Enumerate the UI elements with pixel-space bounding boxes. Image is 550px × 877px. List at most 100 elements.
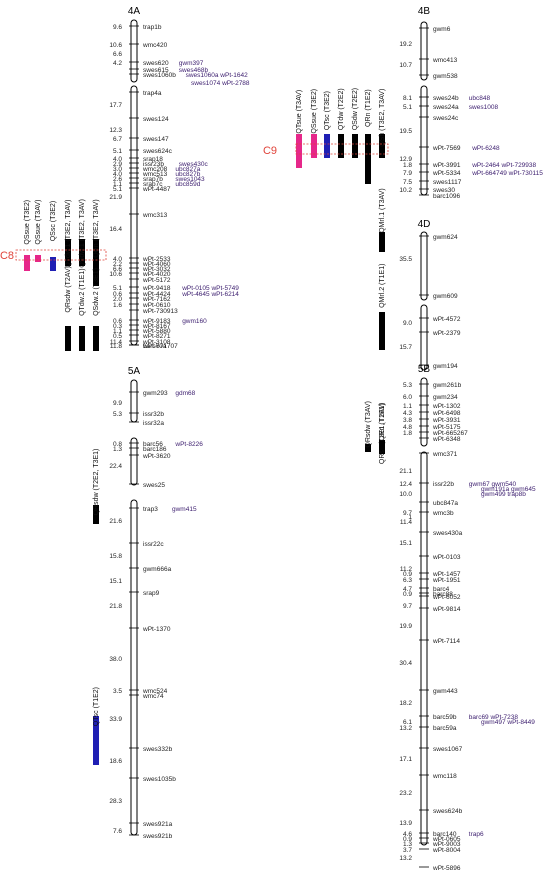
qtl-label: QRsdw (T3AV) xyxy=(365,401,372,448)
qtl-bar xyxy=(24,255,30,271)
distance-label: 28.3 xyxy=(109,798,122,805)
marker-name: wPt-6498 xyxy=(432,410,461,417)
cluster-box xyxy=(15,249,107,261)
distance-label: 9.6 xyxy=(113,24,122,31)
marker-name: barc140 xyxy=(433,831,457,838)
marker-name: wmc208 xyxy=(142,166,168,173)
qtl-bar xyxy=(93,716,99,765)
distance-label: 11.8 xyxy=(110,343,123,350)
qtl-bar xyxy=(379,134,385,158)
distance-label: 21.9 xyxy=(109,194,122,201)
marker-name: swes615 xyxy=(143,67,169,74)
marker-name: swes1117 xyxy=(433,179,462,186)
distance-label: 15.7 xyxy=(399,344,412,351)
marker-name: swes921a xyxy=(143,821,173,828)
marker-name: wmc524 xyxy=(142,688,168,695)
distance-label: 0.3 xyxy=(113,323,122,330)
qtl-bar xyxy=(324,134,330,158)
distance-label: 35.5 xyxy=(399,256,412,263)
cosegregating-markers: gwm499 trap8b xyxy=(481,491,526,498)
marker-name: trap3 xyxy=(143,506,158,513)
marker-name: wPt-8004 xyxy=(432,847,461,854)
marker-name: issr22b xyxy=(433,481,454,488)
distance-label: 17.1 xyxy=(399,756,412,763)
distance-label: 9.0 xyxy=(403,320,412,327)
qtl-label: QRn (T3E2, T3AV) xyxy=(93,199,100,257)
cluster-label: C8 xyxy=(0,250,14,262)
qtl-bar xyxy=(50,257,56,271)
cosegregating-markers: swes1074 wPt-2788 xyxy=(191,80,250,87)
qtl-bar xyxy=(365,444,371,452)
qtl-label: QRsdw (T2E2, T3E1) xyxy=(93,449,100,516)
marker-name: gwm666a xyxy=(143,566,172,573)
distance-label: 15.8 xyxy=(109,553,122,560)
marker-name: wPt-9003 xyxy=(432,841,461,848)
marker-name: swes624c xyxy=(143,148,173,155)
distance-label: 0.6 xyxy=(113,291,122,298)
marker-name: srap18 xyxy=(143,156,163,163)
distance-label: 4.6 xyxy=(403,831,412,838)
cluster-box xyxy=(295,143,389,155)
marker-name: wPt-5172 xyxy=(142,277,171,284)
distance-label: 11.4 xyxy=(110,339,123,346)
marker-name: wPt-2533 xyxy=(142,256,171,263)
distance-label: 10.6 xyxy=(109,271,122,278)
cosegregating-markers: ubc848 xyxy=(469,95,491,102)
qtl-bar xyxy=(93,326,99,351)
distance-label: 21.1 xyxy=(399,468,412,475)
distance-label: 4.7 xyxy=(403,586,412,593)
distance-label: 23.2 xyxy=(399,790,412,797)
cosegregating-markers: gwm497 wPt-8449 xyxy=(481,719,535,726)
qtl-label: QTsue (T3AV) xyxy=(296,90,303,134)
distance-label: 5.1 xyxy=(403,104,412,111)
marker-name: wPt-730913 xyxy=(142,308,178,315)
marker-name: wmc118 xyxy=(432,773,457,780)
marker-name: swes24a xyxy=(433,104,459,111)
cosegregating-markers: wPt-2464 wPt-729938 xyxy=(471,162,536,169)
cosegregating-markers: ubc827b xyxy=(175,171,200,178)
marker-name: wPt-1951 xyxy=(432,577,461,584)
distance-label: 8.1 xyxy=(403,95,412,102)
marker-name: wPt-3032 xyxy=(142,266,171,273)
marker-name: wPt-1302 xyxy=(432,403,461,410)
marker-name: wPt-0605 xyxy=(432,836,461,843)
distance-label: 18.6 xyxy=(109,758,122,765)
marker-name: gwm261b xyxy=(433,382,462,389)
distance-label: 5.3 xyxy=(403,382,412,389)
qtl-bar xyxy=(93,239,99,286)
distance-label: 10.6 xyxy=(109,42,122,49)
distance-label: 5.1 xyxy=(113,285,122,292)
qtl-bar xyxy=(93,505,99,524)
linkage-group-bar xyxy=(130,85,138,346)
marker-name: trap4a xyxy=(143,90,162,97)
marker-name: wPt-4572 xyxy=(432,316,461,323)
linkage-group-bar xyxy=(420,304,428,371)
marker-name: wPt-3931 xyxy=(432,417,461,424)
marker-name: gwm234 xyxy=(433,394,458,401)
marker-name: wPt-9814 xyxy=(432,606,461,613)
distance-label: 6.7 xyxy=(113,136,122,143)
distance-label: 33.9 xyxy=(109,716,122,723)
marker-name: wPt-1457 xyxy=(432,571,461,578)
distance-label: 12.4 xyxy=(399,481,412,488)
linkage-group-bar xyxy=(420,451,428,846)
distance-label: 1.1 xyxy=(113,328,122,335)
chromosome-title: 4A xyxy=(128,6,141,17)
marker-name: swes1035b xyxy=(143,776,176,783)
qtl-bar xyxy=(379,232,385,252)
marker-name: wPt-3108 xyxy=(142,339,171,346)
marker-name: gwm609 xyxy=(433,293,458,300)
marker-name: wmc413 xyxy=(432,57,458,64)
distance-label: 5.1 xyxy=(113,148,122,155)
qtl-bar xyxy=(65,239,71,266)
distance-label: 2.9 xyxy=(113,161,122,168)
qtl-bar xyxy=(379,440,385,450)
cosegregating-markers: wPt-8226 xyxy=(174,441,203,448)
marker-name: trap1b xyxy=(143,24,162,31)
marker-name: wPt-0610 xyxy=(142,302,171,309)
distance-label: 4.0 xyxy=(113,256,122,263)
distance-label: 5.3 xyxy=(113,411,122,418)
marker-name: swes147 xyxy=(143,136,169,143)
marker-name: wmc420 xyxy=(142,42,168,49)
marker-name: barc56 xyxy=(143,441,163,448)
